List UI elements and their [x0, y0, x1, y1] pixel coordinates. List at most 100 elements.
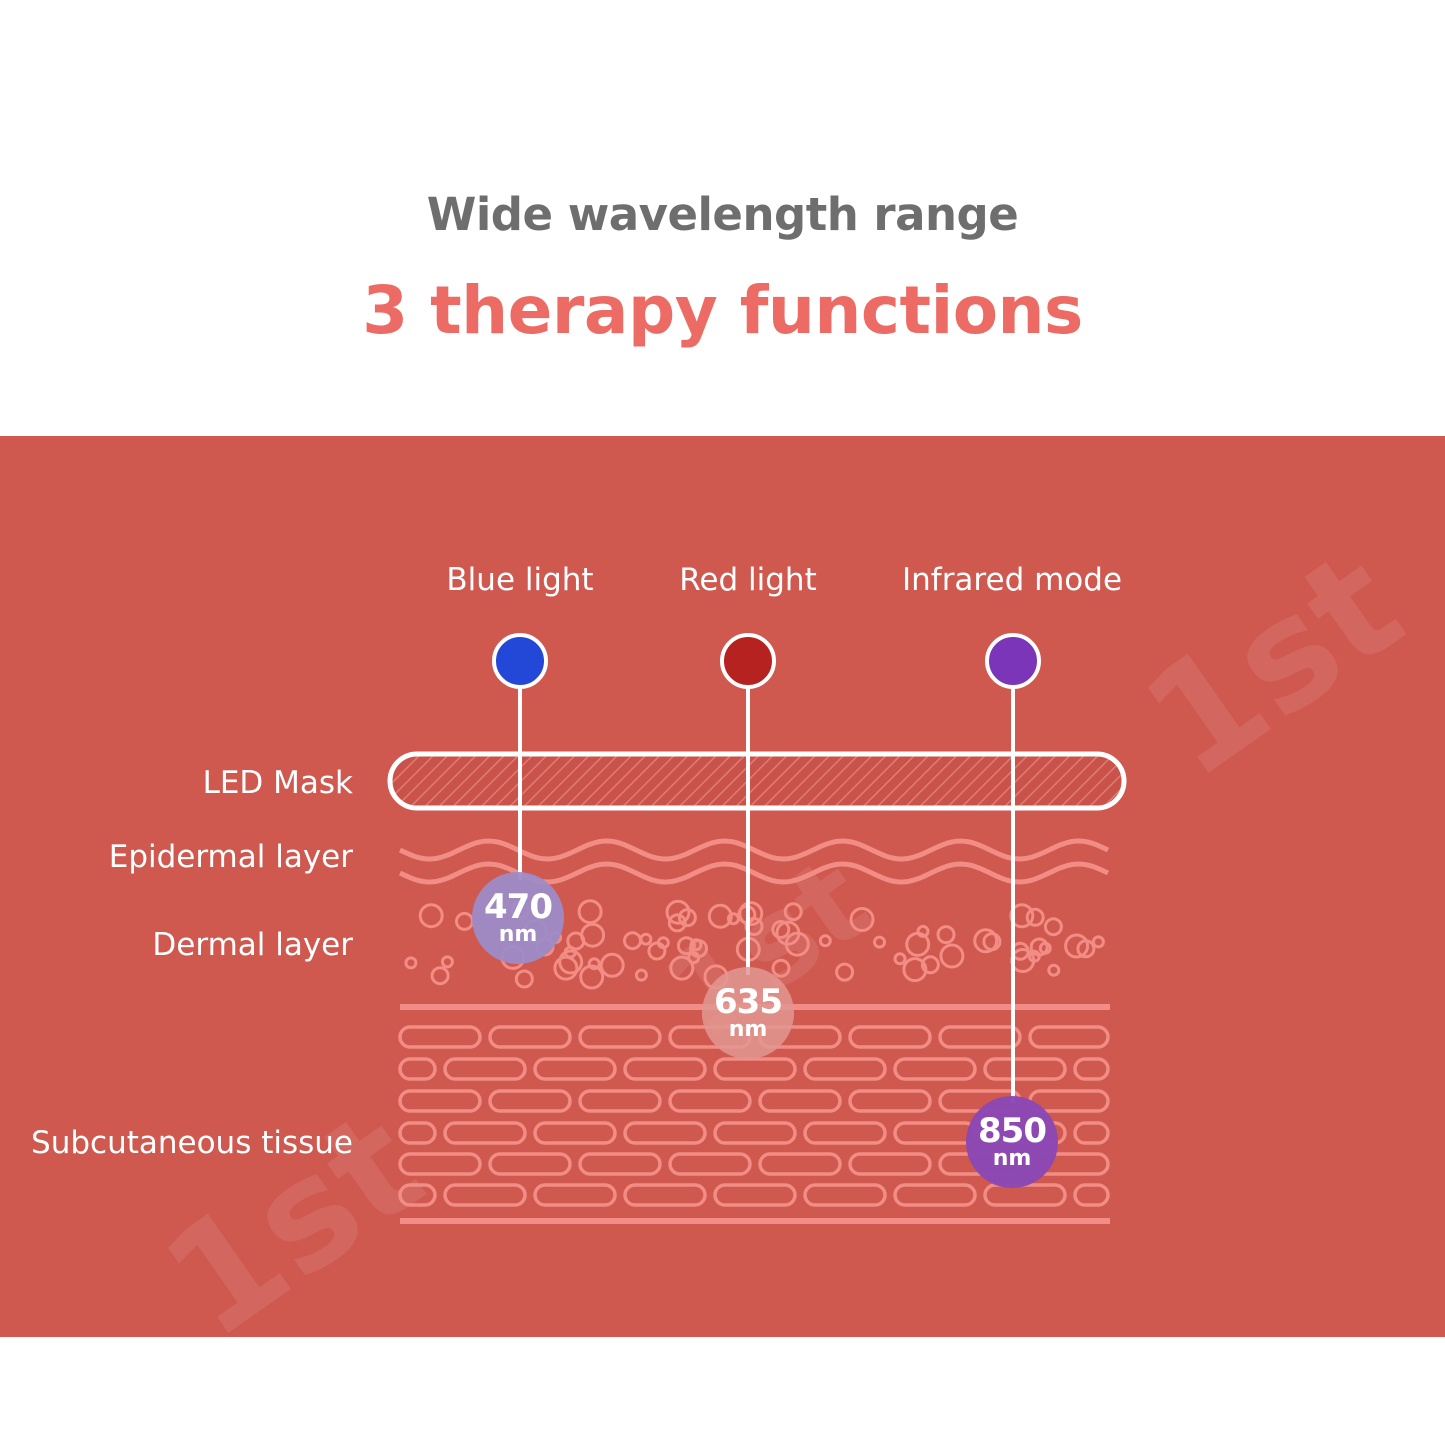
page-title: 3 therapy functions — [362, 272, 1083, 349]
dermal-cell — [973, 928, 999, 954]
epidermal-wave — [398, 838, 1110, 862]
dermal-cell — [656, 936, 670, 950]
dermal-cell — [580, 922, 606, 948]
dermal-cell — [587, 957, 601, 971]
svg-text:1st: 1st — [1115, 518, 1432, 813]
label-epidermal-layer: Epidermal layer — [108, 839, 353, 875]
dermal-cell — [849, 907, 875, 932]
fat-cell — [578, 1089, 662, 1113]
infrared-dot — [985, 633, 1041, 689]
dermal-cell — [430, 966, 450, 986]
fat-cell — [848, 1025, 932, 1049]
fat-cell — [713, 1121, 797, 1145]
dermal-cell — [818, 934, 832, 948]
dermal-cell — [634, 968, 648, 982]
label-led-mask: LED Mask — [202, 765, 353, 801]
label-red-light: Red light — [679, 562, 817, 598]
wavelength-value: 635 — [714, 982, 783, 1022]
wavelength-value: 850 — [978, 1111, 1047, 1151]
dermal-cell — [1091, 935, 1105, 949]
dermal-cell — [835, 962, 855, 982]
fat-cell — [398, 1152, 482, 1176]
fat-cell — [488, 1152, 572, 1176]
dermal-cell — [689, 938, 703, 952]
dermal-cell — [665, 899, 691, 925]
fat-cell — [488, 1089, 572, 1113]
wavelength-unit: nm — [498, 922, 538, 947]
fat-cell — [983, 1183, 1067, 1207]
dermal-cell — [771, 920, 791, 939]
fat-cell — [1073, 1057, 1110, 1081]
dermal-cell — [771, 958, 791, 978]
dermal-cell — [455, 911, 474, 931]
dermal-cell — [676, 936, 696, 956]
fat-cell — [533, 1121, 617, 1145]
dermal-cell — [873, 935, 886, 949]
dermal-bubbles — [404, 899, 1105, 990]
dermal-cell — [599, 952, 625, 978]
dermal-cell — [905, 931, 931, 957]
fat-cell — [1073, 1183, 1110, 1207]
fat-cell — [1028, 1025, 1110, 1049]
fat-cell — [398, 1089, 482, 1113]
dermal-cell — [440, 955, 454, 969]
fat-cell — [623, 1057, 707, 1081]
dermal-cell — [1043, 917, 1063, 937]
dermal-cell — [579, 964, 605, 990]
dermal-cell — [1047, 963, 1061, 977]
dermal-cell — [553, 955, 579, 981]
fat-cell — [578, 1152, 662, 1176]
fat-cell — [488, 1025, 572, 1049]
dermal-cell — [577, 899, 603, 925]
dermal-cell — [623, 931, 642, 951]
dermal-cell — [936, 925, 956, 945]
fat-cell — [893, 1121, 977, 1145]
dermal-cell — [775, 920, 801, 946]
fat-cell — [668, 1089, 752, 1113]
dermal-cell — [920, 955, 940, 975]
fat-cell — [848, 1089, 932, 1113]
fat-cell — [848, 1152, 932, 1176]
fat-cell — [398, 1183, 437, 1207]
fat-cell — [443, 1183, 527, 1207]
dermal-cell — [783, 902, 803, 922]
led-mask-bar — [387, 751, 1127, 811]
dermal-cell — [902, 957, 928, 983]
label-dermal-layer: Dermal layer — [152, 927, 353, 963]
fat-cell — [398, 1057, 437, 1081]
label-subcutaneous-tissue: Subcutaneous tissue — [31, 1125, 353, 1161]
dermal-cell — [669, 955, 695, 981]
fat-cell — [803, 1057, 887, 1081]
dermal-cell — [1038, 941, 1052, 955]
fat-cell — [893, 1057, 977, 1081]
fat-cell — [533, 1183, 617, 1207]
fat-cell — [623, 1183, 707, 1207]
dermal-cell — [1064, 933, 1090, 959]
dermal-cell — [939, 943, 965, 969]
red-light-dot — [720, 633, 776, 689]
dermal-cell — [558, 949, 584, 975]
fat-cell — [1073, 1121, 1110, 1145]
label-blue-light: Blue light — [446, 562, 594, 598]
fat-cell — [398, 1121, 437, 1145]
wavelength-value: 470 — [484, 887, 553, 927]
dermal-cell — [893, 952, 907, 966]
fat-cell — [713, 1183, 797, 1207]
blue-light-dot — [492, 633, 548, 689]
fat-cell — [578, 1025, 662, 1049]
wavelength-bubble-635: 635 nm — [702, 967, 794, 1059]
dermal-cell — [1025, 907, 1045, 927]
fat-cell — [398, 1025, 482, 1049]
dermal-cell — [404, 956, 418, 970]
fat-cell — [713, 1057, 797, 1081]
fat-cell — [758, 1089, 842, 1113]
dermal-cell — [667, 913, 687, 933]
fat-cell — [803, 1183, 887, 1207]
fat-cell — [983, 1057, 1067, 1081]
wavelength-unit: nm — [728, 1017, 768, 1042]
wavelength-bubble-850: 850 nm — [966, 1096, 1058, 1188]
svg-text:1st: 1st — [135, 1078, 452, 1373]
dermal-cell — [418, 903, 444, 929]
fat-cell — [533, 1057, 617, 1081]
